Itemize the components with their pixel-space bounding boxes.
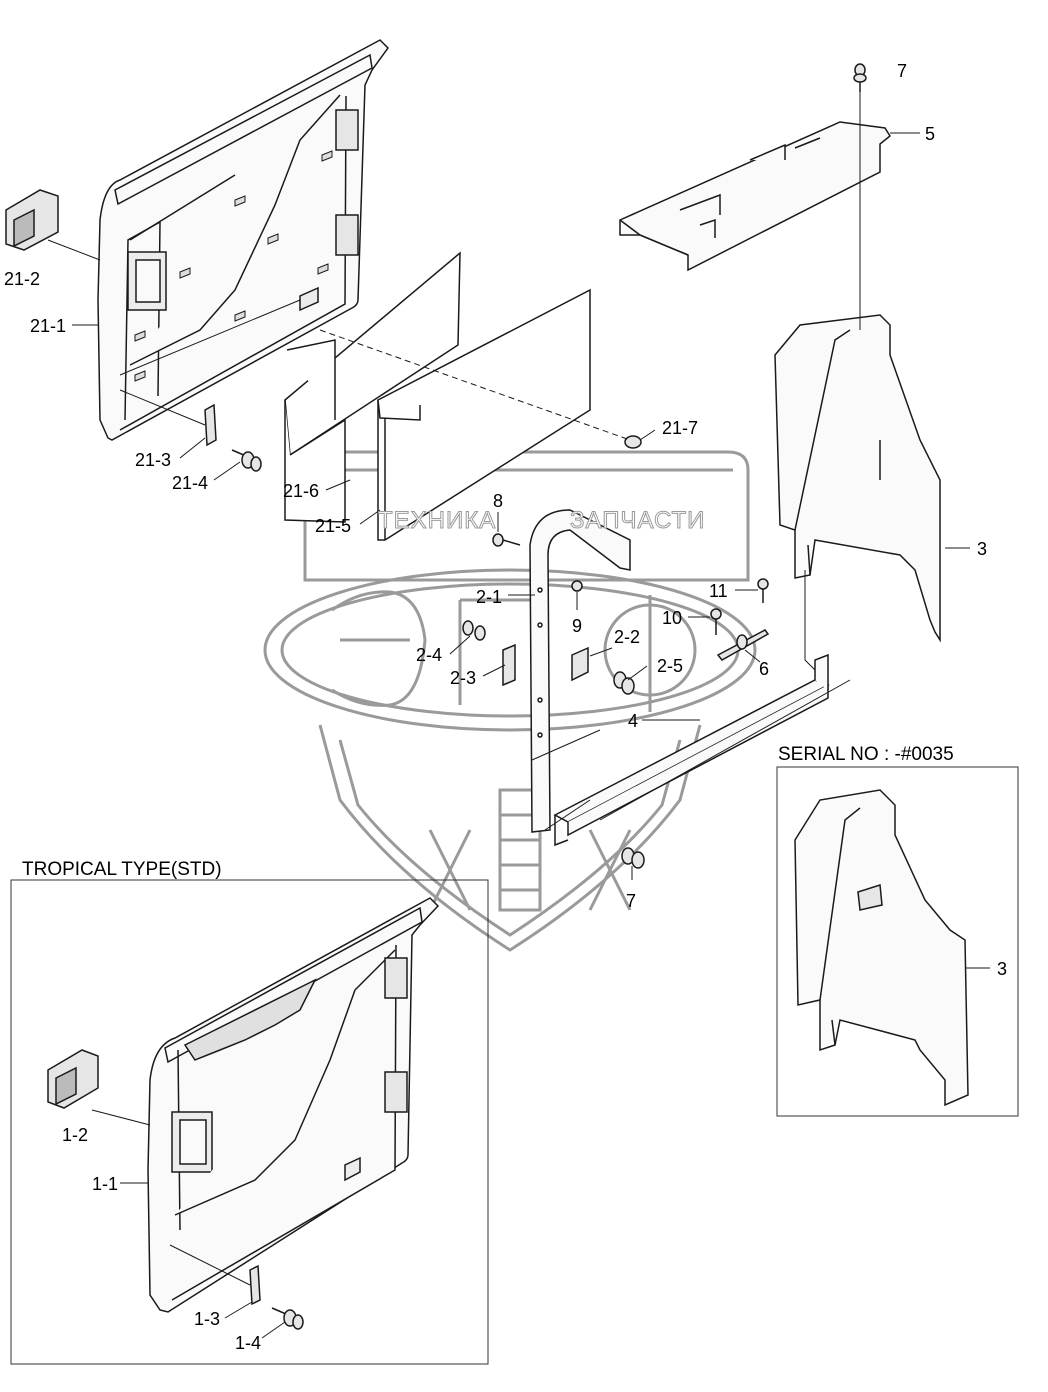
label-21-2: 21-2 bbox=[4, 269, 41, 289]
label-5: 5 bbox=[925, 124, 936, 144]
label-11: 11 bbox=[709, 581, 728, 601]
label-3-inset: 3 bbox=[997, 959, 1008, 979]
bolt-8 bbox=[492, 533, 521, 547]
label-7-top: 7 bbox=[897, 61, 908, 81]
label-4: 4 bbox=[628, 711, 639, 731]
label-21-7: 21-7 bbox=[662, 418, 699, 438]
tropical-inset-frame bbox=[10, 879, 489, 1365]
label-9: 9 bbox=[572, 616, 583, 636]
tropical-inset-title: TROPICAL TYPE(STD) bbox=[22, 859, 222, 880]
bolt-7-top bbox=[853, 63, 867, 92]
bracket-3-inset bbox=[794, 789, 969, 1107]
handle-21-2 bbox=[5, 189, 59, 251]
tropical-leader-lines bbox=[91, 1109, 286, 1339]
clamp-2-3 bbox=[502, 643, 516, 687]
insulation-21-6 bbox=[284, 251, 461, 523]
door-panel-1-1 bbox=[147, 897, 440, 1313]
nut-9 bbox=[571, 580, 583, 592]
bolt-11 bbox=[757, 578, 769, 603]
grommet-21-7 bbox=[624, 435, 642, 449]
bracket-1-3 bbox=[249, 1264, 261, 1306]
label-10: 10 bbox=[662, 608, 683, 628]
serial-inset-frame bbox=[776, 766, 1019, 1117]
label-2-3: 2-3 bbox=[450, 668, 477, 688]
label-6: 6 bbox=[759, 659, 770, 679]
label-7-bottom: 7 bbox=[626, 891, 637, 911]
bracket-3 bbox=[774, 314, 941, 643]
door-panel-21-1 bbox=[97, 39, 389, 441]
label-2-2: 2-2 bbox=[614, 627, 641, 647]
label-21-3: 21-3 bbox=[135, 450, 172, 470]
label-2-4: 2-4 bbox=[416, 645, 443, 665]
label-21-6: 21-6 bbox=[283, 481, 320, 501]
handle-1-2 bbox=[47, 1049, 99, 1109]
strut-6 bbox=[716, 629, 770, 661]
bracket-2-1 bbox=[529, 509, 631, 833]
label-1-4: 1-4 bbox=[235, 1333, 262, 1353]
watermark-right-text: ЗАПЧАСТИ bbox=[569, 507, 706, 534]
label-1-3: 1-3 bbox=[194, 1309, 221, 1329]
bolt-1-4 bbox=[271, 1307, 304, 1330]
label-21-5: 21-5 bbox=[315, 516, 352, 536]
label-1-1: 1-1 bbox=[92, 1174, 119, 1194]
bolt-10 bbox=[710, 608, 722, 635]
serial-inset-title: SERIAL NO : -#0035 bbox=[778, 744, 954, 765]
bolts-2-4 bbox=[462, 620, 486, 641]
label-2-5: 2-5 bbox=[657, 656, 684, 676]
cover-plate-5 bbox=[619, 121, 891, 272]
leader-lines bbox=[47, 92, 970, 880]
bolts-2-5 bbox=[613, 671, 635, 695]
label-21-1: 21-1 bbox=[30, 316, 67, 336]
support-bar-4 bbox=[553, 653, 830, 847]
door-pins bbox=[134, 150, 333, 382]
label-3-main: 3 bbox=[977, 539, 988, 559]
bracket-21-3 bbox=[204, 403, 217, 447]
plate-2-2 bbox=[571, 646, 589, 682]
label-1-2: 1-2 bbox=[62, 1125, 89, 1145]
label-21-4: 21-4 bbox=[172, 473, 209, 493]
bolt-21-4 bbox=[231, 449, 262, 472]
label-2-1: 2-1 bbox=[476, 587, 503, 607]
label-8: 8 bbox=[493, 491, 504, 511]
watermark-logo bbox=[263, 450, 757, 952]
watermark-left-text: ТЕХНИКА bbox=[377, 507, 497, 534]
insulation-21-5 bbox=[377, 288, 591, 541]
bolt-7-bottom bbox=[621, 847, 645, 869]
